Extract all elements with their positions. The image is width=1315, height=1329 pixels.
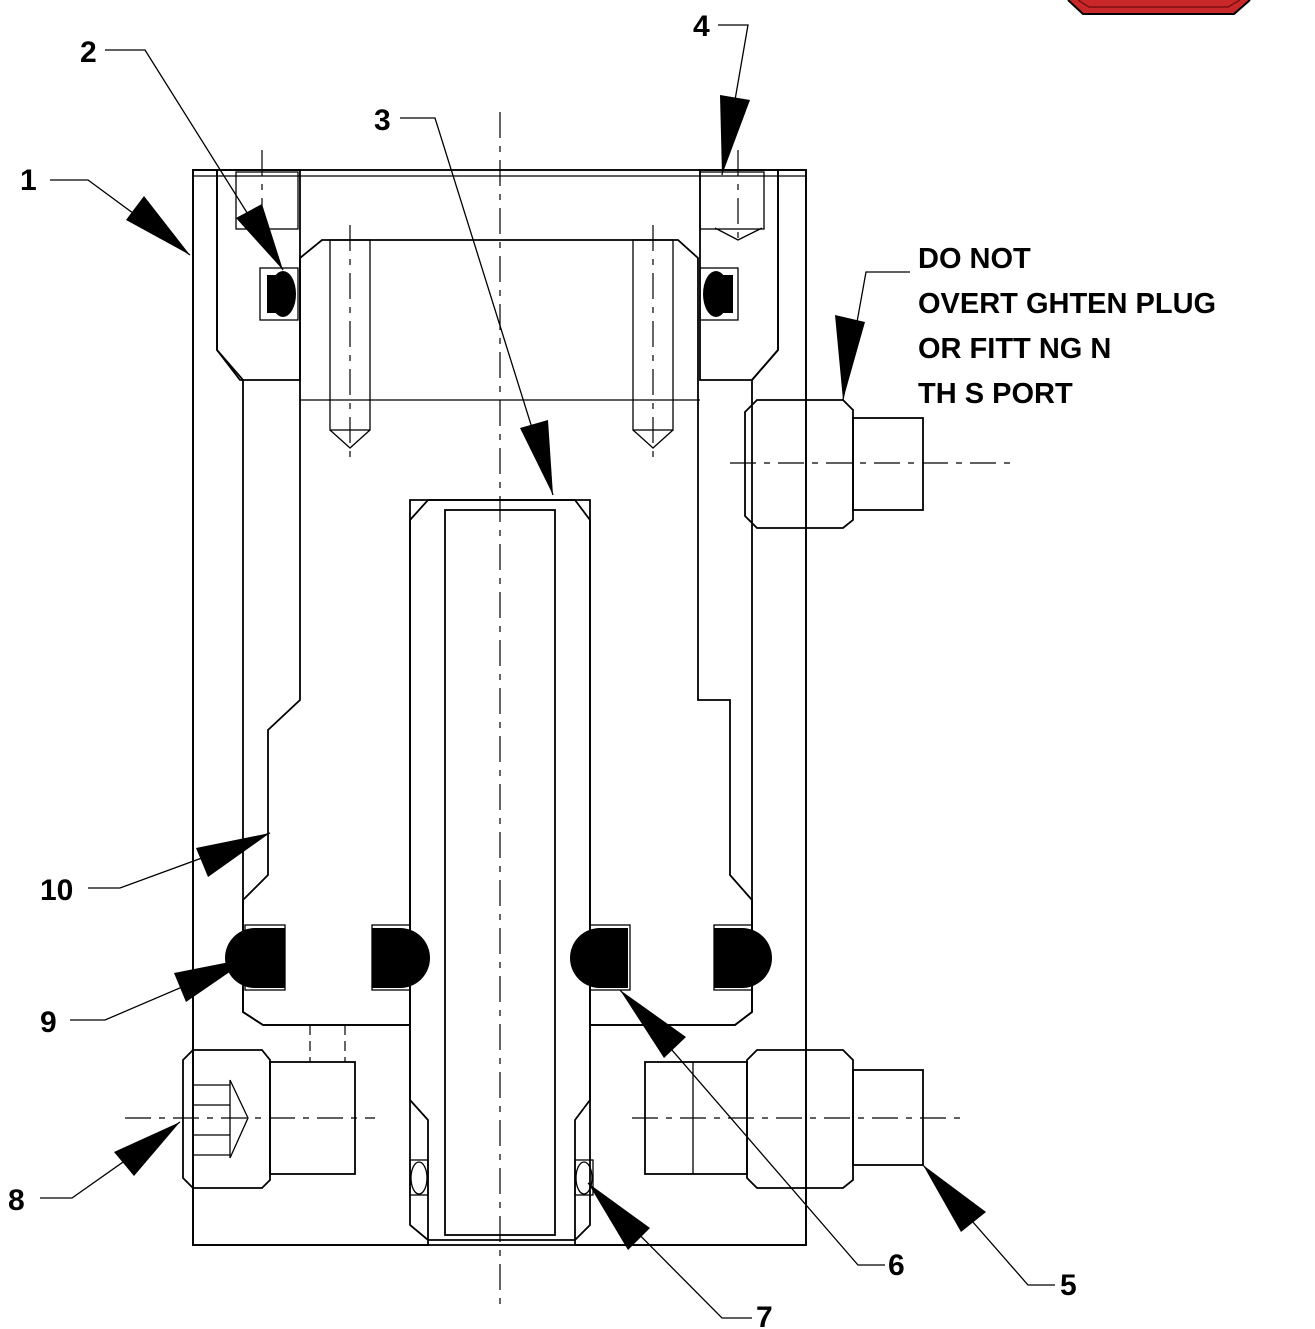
callout-3: 3 — [374, 104, 391, 137]
callout-6: 6 — [888, 1249, 905, 1282]
plug-left — [125, 1025, 375, 1189]
bottom-o-rings — [409, 1159, 594, 1196]
callout-9: 9 — [40, 1006, 57, 1039]
stamp-badge — [1067, 0, 1251, 15]
note-line-4: TH S PORT — [918, 378, 1073, 410]
note-line-3: OR FITT NG N — [918, 333, 1111, 365]
callout-8: 8 — [8, 1184, 25, 1217]
note-line-2: OVERT GHTEN PLUG — [918, 288, 1216, 320]
retainer-left — [216, 150, 301, 381]
piston-seals — [225, 924, 772, 991]
note-line-1: DO NOT — [918, 243, 1031, 275]
callout-1: 1 — [20, 164, 37, 197]
retainer-right — [699, 150, 779, 381]
leader-lines — [40, 24, 1055, 1319]
callout-4: 4 — [693, 10, 710, 43]
center-tube — [409, 112, 591, 1305]
callout-2: 2 — [80, 36, 97, 69]
callout-10: 10 — [40, 874, 73, 907]
callout-7: 7 — [756, 1301, 773, 1329]
warning-note: DO NOT OVERT GHTEN PLUG OR FITT NG N TH … — [918, 243, 1216, 410]
fitting-right-bottom — [632, 1049, 960, 1189]
piston — [242, 225, 753, 1026]
fitting-right-top — [730, 399, 1012, 529]
callout-5: 5 — [1060, 1269, 1077, 1302]
